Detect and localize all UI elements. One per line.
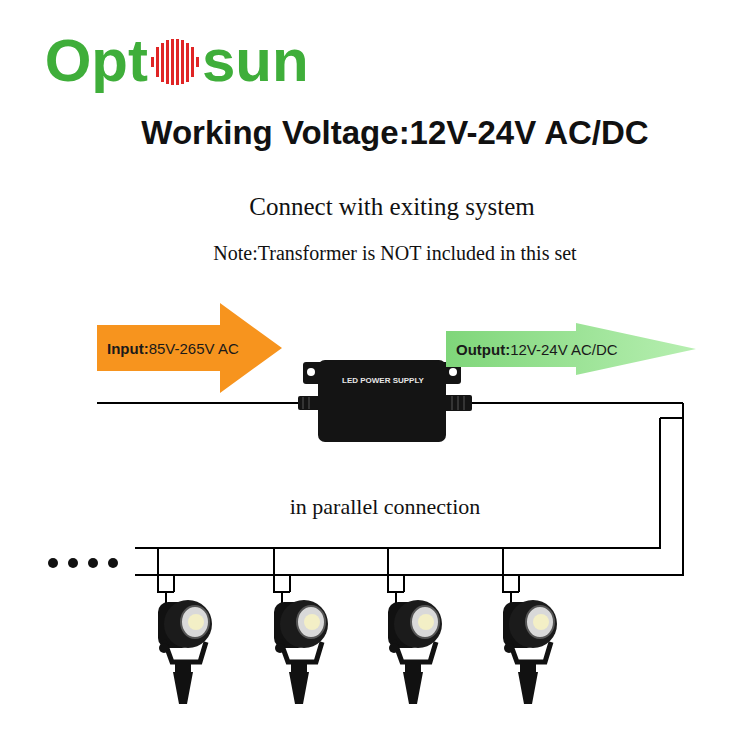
logo-bar bbox=[166, 40, 169, 84]
mount-hole bbox=[307, 368, 315, 376]
ridge bbox=[458, 396, 459, 410]
logo-text: Opt bbox=[45, 26, 148, 95]
arrow-value: 12V-24V AC/DC bbox=[510, 341, 618, 358]
spotlight bbox=[158, 548, 212, 704]
arrow-fill bbox=[446, 323, 696, 375]
input-cable bbox=[97, 402, 302, 404]
arrow-fill bbox=[97, 303, 282, 393]
logo-bar bbox=[191, 47, 194, 77]
dot bbox=[108, 558, 118, 568]
bus-wire bbox=[660, 417, 683, 419]
ridge bbox=[303, 397, 304, 409]
device-label: LED POWER SUPPLY bbox=[342, 376, 436, 385]
logo-bar bbox=[196, 57, 199, 67]
note-text: Note:Transformer is NOT included in this… bbox=[213, 242, 576, 265]
dot bbox=[48, 558, 58, 568]
arrow-text-row: Input:85V-265V AC bbox=[107, 303, 239, 393]
spotlight bbox=[274, 548, 328, 704]
arrow-text-row: Output:12V-24V AC/DC bbox=[456, 323, 618, 375]
logo-bar bbox=[181, 40, 184, 84]
logo-bar bbox=[186, 43, 189, 82]
logo-bar bbox=[171, 39, 174, 85]
logo-text: sun bbox=[202, 26, 309, 95]
arrow-value: 85V-265V AC bbox=[149, 340, 239, 357]
logo-bar bbox=[156, 47, 159, 77]
logo-bar bbox=[176, 39, 179, 85]
continuation-dots bbox=[48, 558, 118, 568]
ridge bbox=[464, 396, 465, 410]
input-arrow: Input:85V-265V AC bbox=[97, 303, 282, 393]
arrow-heading: Input: bbox=[107, 340, 149, 357]
arrow-heading: Output: bbox=[456, 341, 510, 358]
output-arrow: Output:12V-24V AC/DC bbox=[446, 323, 696, 375]
spotlight bbox=[388, 548, 442, 704]
caption-label: in parallel connection bbox=[290, 494, 481, 519]
logo-icon bbox=[151, 39, 199, 85]
logo-bar bbox=[161, 43, 164, 82]
subtitle-text: Connect with exiting system bbox=[249, 193, 534, 222]
ridge bbox=[309, 397, 310, 409]
title-text: Working Voltage:12V-24V AC/DC bbox=[141, 114, 648, 152]
output-cable bbox=[470, 402, 683, 404]
spotlight bbox=[503, 548, 557, 704]
power-supply-box: LED POWER SUPPLY bbox=[318, 360, 446, 442]
dot bbox=[88, 558, 98, 568]
mount-hole bbox=[449, 368, 457, 376]
dot bbox=[68, 558, 78, 568]
strain-relief bbox=[442, 395, 472, 411]
logo-bar bbox=[151, 57, 154, 67]
ridge bbox=[452, 396, 453, 410]
